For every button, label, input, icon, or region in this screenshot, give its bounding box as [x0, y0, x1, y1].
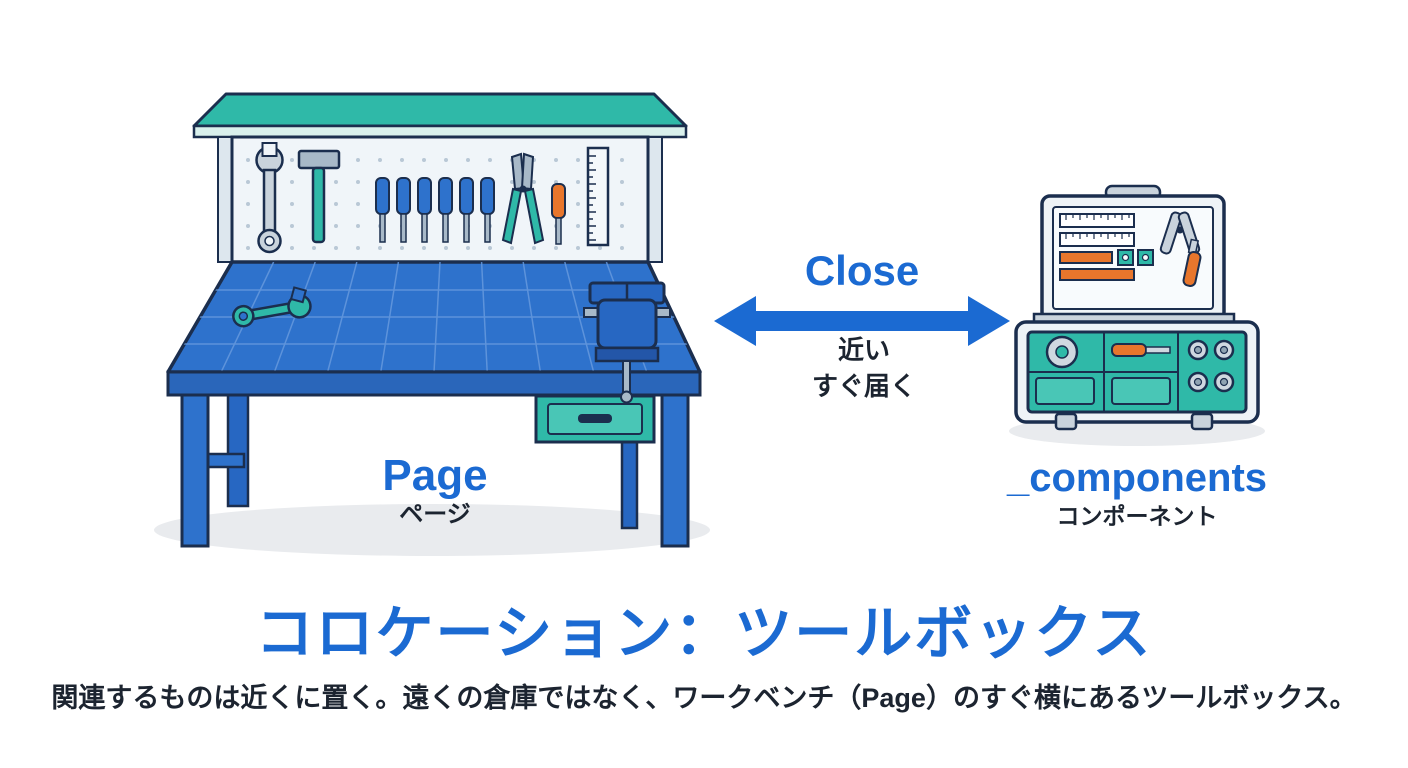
screwdriver-set-icon	[375, 177, 495, 243]
vise-icon	[583, 281, 671, 404]
wrench-icon	[255, 142, 284, 254]
workbench-leg-left	[180, 390, 210, 548]
toolbox-latch-left	[1054, 412, 1078, 431]
workbench-leg-left-rear	[226, 392, 250, 508]
pliers-icon	[501, 152, 545, 245]
toolbox-base	[1014, 320, 1260, 431]
workbench-roof	[192, 92, 688, 139]
lid-orange-strips	[1059, 251, 1135, 281]
hammer-icon	[297, 149, 341, 244]
workbench-illustration	[154, 92, 710, 556]
lid-orange-tool-icon	[1182, 238, 1202, 287]
workbench-label-ja: ページ	[399, 501, 471, 528]
pegboard-post-right	[647, 136, 663, 263]
workbench-shadow	[154, 504, 710, 556]
orange-screwdriver-icon	[551, 183, 566, 245]
toolbox-label-en: _components	[1006, 456, 1268, 500]
toolbox-label-ja: コンポーネント	[1056, 503, 1218, 529]
table-wrench-icon	[232, 286, 312, 328]
workbench-apron	[166, 370, 702, 397]
toolbox-latch-right	[1190, 412, 1214, 431]
toolbox-illustration	[1009, 184, 1265, 446]
base-teal-block-1	[1035, 377, 1095, 405]
close-sublabel-2: すぐ届く	[811, 371, 917, 401]
tape-roll-icon	[1045, 335, 1079, 369]
close-sublabel-1: 近い	[837, 335, 891, 365]
ruler-icon	[586, 146, 610, 247]
workbench-leg-right	[660, 390, 690, 548]
pegboard-post-left	[217, 136, 233, 263]
workbench-drawer	[534, 394, 656, 444]
lid-clamp-icons	[1117, 249, 1154, 266]
base-teal-block-2	[1111, 377, 1171, 405]
diagram-title: コロケーション：ツールボックス	[255, 601, 1153, 666]
diagram-subtitle: 関連するものは近くに置く。遠くの倉庫ではなく、ワークベンチ（Page）のすぐ横に…	[51, 683, 1357, 713]
toolbox-lid	[1040, 184, 1226, 322]
lid-ruler-icons	[1059, 213, 1135, 247]
close-arrow	[714, 296, 1010, 346]
socket-icons	[1187, 339, 1235, 393]
workbench-label-en: Page	[382, 451, 488, 500]
workbench-leg-under-drawer	[620, 438, 639, 530]
close-label: Close	[804, 247, 920, 294]
base-screwdriver-icon	[1111, 343, 1171, 357]
